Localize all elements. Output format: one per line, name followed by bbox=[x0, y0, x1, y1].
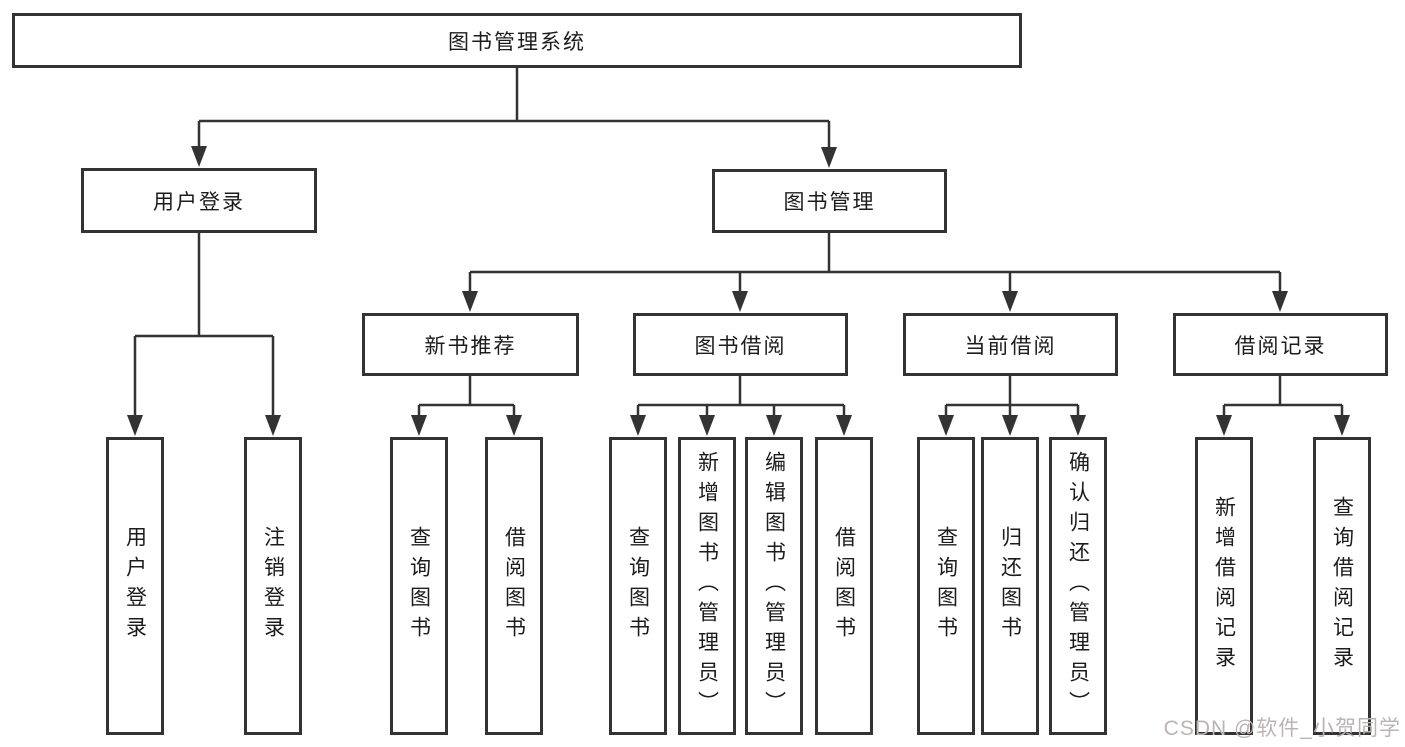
leaf-query-books-current: 查询图书 bbox=[917, 437, 975, 735]
node-book-borrow: 图书借阅 bbox=[633, 313, 848, 376]
leaf-edit-book-admin: 编辑图书（管理员） bbox=[745, 437, 803, 735]
leaf-logout: 注销登录 bbox=[244, 437, 302, 735]
leaf-borrow-books: 借阅图书 bbox=[815, 437, 873, 735]
leaf-query-books-recommend: 查询图书 bbox=[390, 437, 448, 735]
node-borrow-records: 借阅记录 bbox=[1173, 313, 1388, 376]
leaf-user-login: 用户登录 bbox=[106, 437, 164, 735]
leaf-borrow-books-recommend: 借阅图书 bbox=[485, 437, 543, 735]
leaf-add-borrow-record: 新增借阅记录 bbox=[1195, 437, 1253, 735]
arrowhead-icons bbox=[127, 146, 1350, 436]
node-root: 图书管理系统 bbox=[12, 13, 1022, 68]
leaf-return-book: 归还图书 bbox=[981, 437, 1039, 735]
node-new-book-recommend: 新书推荐 bbox=[362, 313, 579, 376]
leaf-query-borrow-record: 查询借阅记录 bbox=[1313, 437, 1371, 735]
leaf-query-books-borrow: 查询图书 bbox=[609, 437, 667, 735]
leaf-confirm-return-admin: 确认归还（管理员） bbox=[1049, 437, 1107, 735]
leaf-add-book-admin: 新增图书（管理员） bbox=[678, 437, 736, 735]
node-user-login: 用户登录 bbox=[81, 168, 317, 233]
watermark: CSDN @软件_小贺同学 bbox=[1163, 717, 1401, 740]
node-current-borrow: 当前借阅 bbox=[903, 313, 1118, 376]
node-book-management: 图书管理 bbox=[712, 169, 947, 233]
